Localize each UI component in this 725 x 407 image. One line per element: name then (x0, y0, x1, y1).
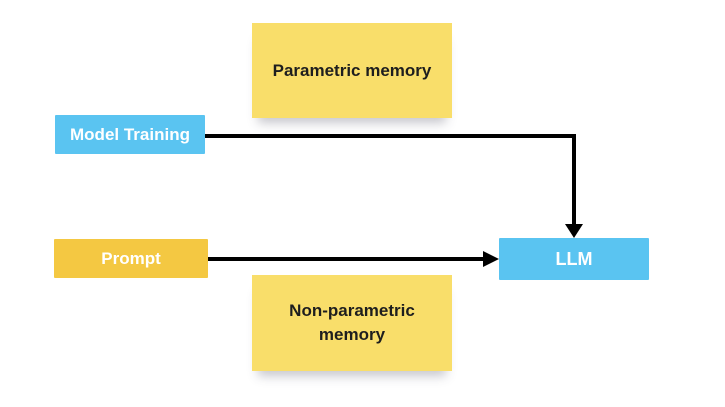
shape-llm[interactable]: LLM (499, 238, 649, 280)
edge-model-training-to-llm-line[interactable] (205, 134, 576, 226)
sticky-note-parametric-memory-label: Parametric memory (272, 60, 432, 80)
sticky-note-parametric-memory[interactable]: Parametric memory (252, 23, 452, 118)
edge-model-training-to-llm[interactable] (205, 134, 583, 238)
shape-llm-label: LLM (555, 248, 593, 269)
shape-model-training-label: Model Training (70, 124, 190, 144)
shape-prompt[interactable]: Prompt (54, 239, 208, 278)
shape-model-training[interactable]: Model Training (55, 115, 205, 154)
edge-prompt-to-llm[interactable] (208, 251, 499, 267)
shape-prompt-label: Prompt (101, 248, 161, 268)
sticky-note-non-parametric-memory-label: Non-parametric memory (289, 301, 415, 344)
edge-prompt-to-llm-arrowhead-icon (483, 251, 499, 267)
sticky-note-non-parametric-memory[interactable]: Non-parametric memory (252, 275, 452, 371)
edge-model-training-to-llm-arrowhead-icon (565, 224, 583, 238)
